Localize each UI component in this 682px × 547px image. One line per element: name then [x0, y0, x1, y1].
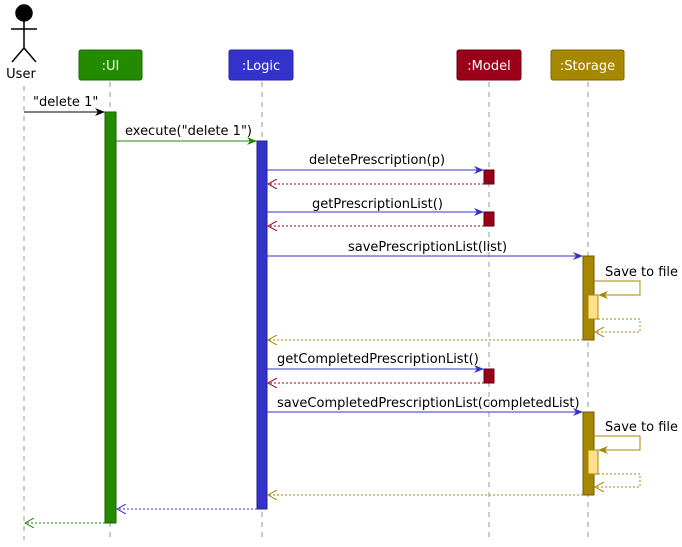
message-save-to-file-1: Save to file — [594, 265, 678, 299]
model-activation-2 — [483, 211, 495, 227]
message-delete-prescription: deletePrescription(p) — [267, 153, 484, 174]
message-save-to-file-2-label: Save to file — [605, 420, 678, 435]
storage-participant: :Storage — [550, 49, 625, 81]
message-get-completed-prescription-list-label: getCompletedPrescriptionList() — [277, 352, 479, 367]
model-activation-1 — [483, 169, 495, 185]
message-delete-1: "delete 1" — [24, 95, 105, 116]
storage-inner-activation-1 — [587, 294, 599, 320]
model-participant: :Model — [456, 49, 522, 81]
message-save-prescription-list: savePrescriptionList(list) — [267, 240, 583, 260]
user-actor: User — [6, 4, 37, 82]
message-get-prescription-list: getPrescriptionList() — [267, 197, 484, 216]
message-delete-1-label: "delete 1" — [33, 95, 98, 110]
message-get-completed-prescription-list: getCompletedPrescriptionList() — [267, 352, 484, 373]
message-save-completed-prescription-list-label: saveCompletedPrescriptionList(completedL… — [277, 396, 580, 411]
return-save-to-file-2 — [595, 473, 641, 487]
storage-participant-label: :Storage — [560, 59, 615, 74]
ui-activation — [104, 111, 117, 524]
logic-activation — [256, 140, 268, 510]
stick-figure-icon — [11, 4, 37, 63]
model-participant-label: :Model — [467, 59, 510, 74]
model-activation-3 — [483, 368, 495, 384]
logic-participant-label: :Logic — [242, 59, 280, 74]
message-save-to-file-2: Save to file — [594, 420, 678, 454]
user-label: User — [6, 67, 36, 82]
ui-participant: :UI — [78, 49, 143, 81]
return-save-to-file-1 — [595, 318, 641, 332]
message-save-to-file-1-label: Save to file — [605, 265, 678, 280]
logic-participant: :Logic — [228, 49, 294, 81]
message-save-completed-prescription-list: saveCompletedPrescriptionList(completedL… — [267, 396, 583, 416]
ui-participant-label: :UI — [102, 59, 120, 74]
storage-inner-activation-2 — [587, 449, 599, 475]
message-delete-prescription-label: deletePrescription(p) — [309, 153, 445, 168]
message-execute: execute("delete 1") — [116, 124, 257, 145]
message-get-prescription-list-label: getPrescriptionList() — [312, 197, 443, 212]
message-execute-label: execute("delete 1") — [125, 124, 252, 139]
message-save-prescription-list-label: savePrescriptionList(list) — [348, 240, 507, 255]
